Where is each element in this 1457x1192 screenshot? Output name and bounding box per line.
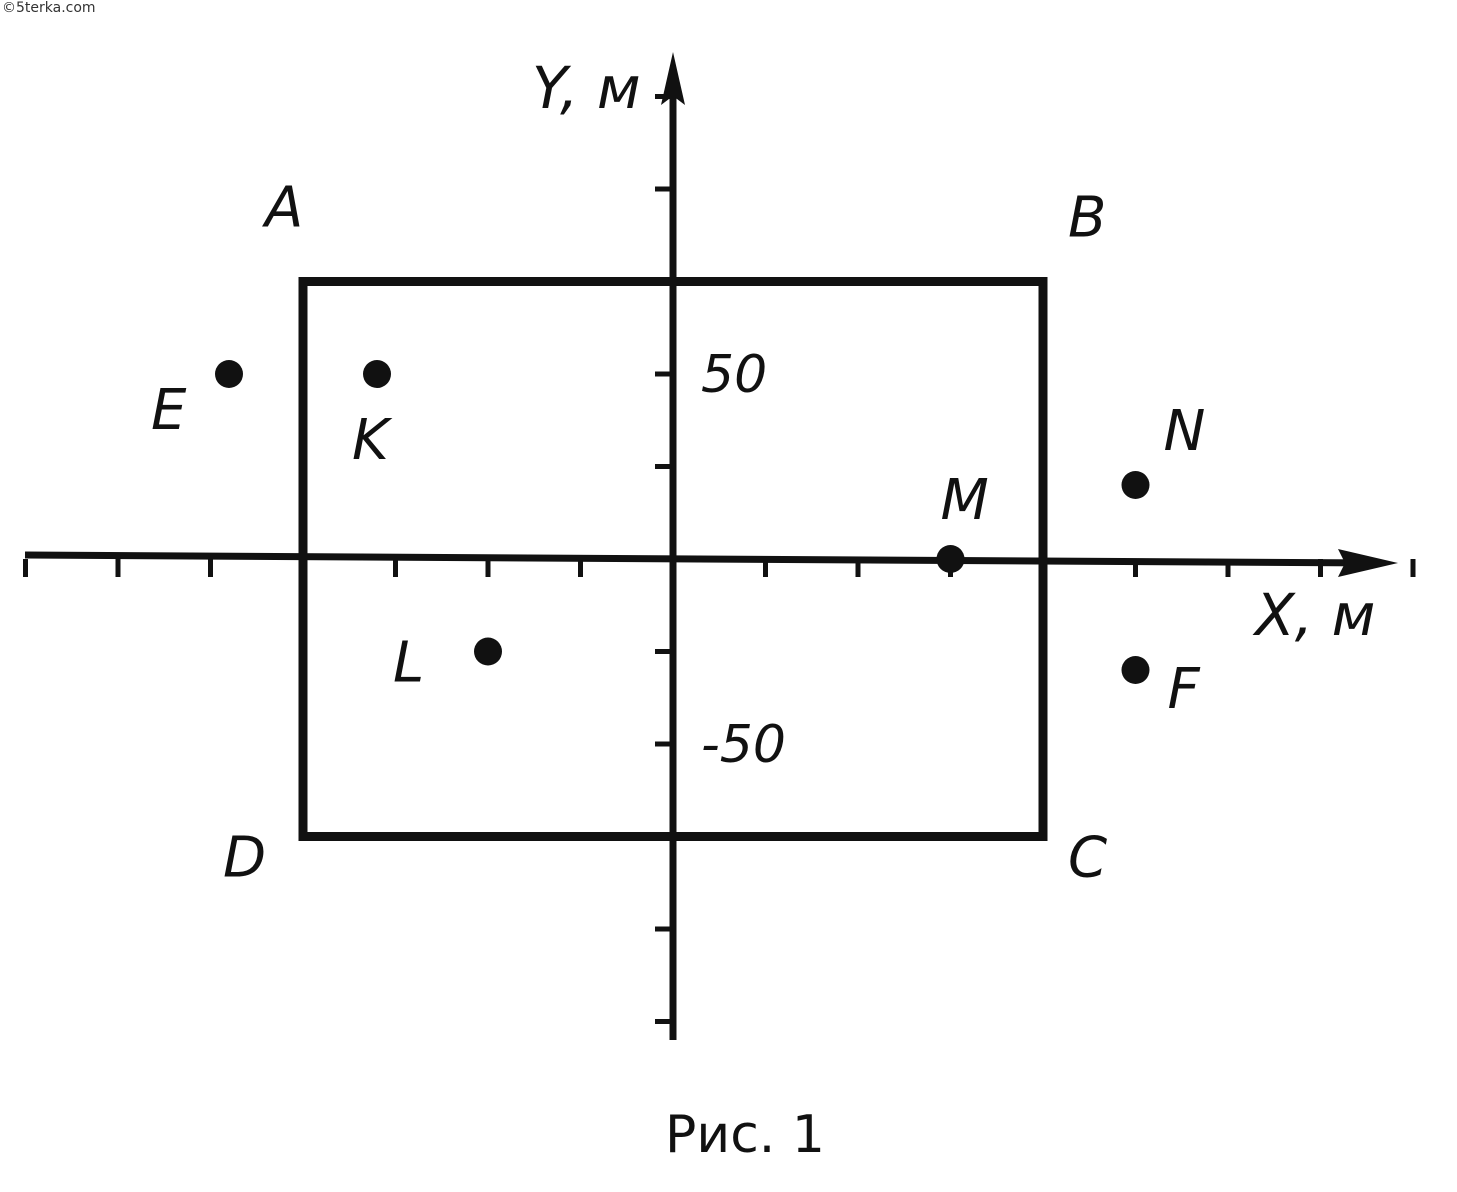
rectangle-abcd <box>298 277 1048 841</box>
axis-ticks: 50 -50 <box>23 94 1416 1024</box>
y-tick-label: 50 <box>701 345 767 405</box>
rectangle-outline <box>298 277 1048 841</box>
point-label-k: K <box>352 408 393 473</box>
point-label-l: L <box>393 631 424 696</box>
watermark: ©5terka.com <box>2 0 96 16</box>
y-tick-label: -50 <box>701 715 786 775</box>
point-label-m: M <box>941 468 989 533</box>
point-label-f: F <box>1168 657 1201 722</box>
point-l <box>474 637 502 666</box>
point-n <box>1121 471 1150 499</box>
x-axis-label: X, м <box>1252 581 1375 649</box>
vertex-label-c: C <box>1068 826 1107 891</box>
labels: X, м Y, м A B C D E K L M N F <box>151 54 1375 891</box>
point-label-e: E <box>151 378 187 443</box>
point-e <box>215 360 243 388</box>
vertex-label-a: A <box>262 176 303 241</box>
x-axis-arrow <box>1338 549 1398 577</box>
point-k <box>363 360 391 388</box>
axes <box>24 52 1398 1040</box>
point-label-n: N <box>1164 399 1206 464</box>
y-axis-arrow <box>661 52 685 105</box>
point-m <box>936 545 965 573</box>
x-axis-line <box>24 551 1381 567</box>
vertex-label-d: D <box>223 826 266 891</box>
y-axis-label: Y, м <box>532 54 641 122</box>
vertex-label-b: B <box>1068 186 1106 251</box>
points <box>215 360 1150 684</box>
figure-caption: Рис. 1 <box>665 1105 825 1165</box>
point-f <box>1121 656 1150 684</box>
